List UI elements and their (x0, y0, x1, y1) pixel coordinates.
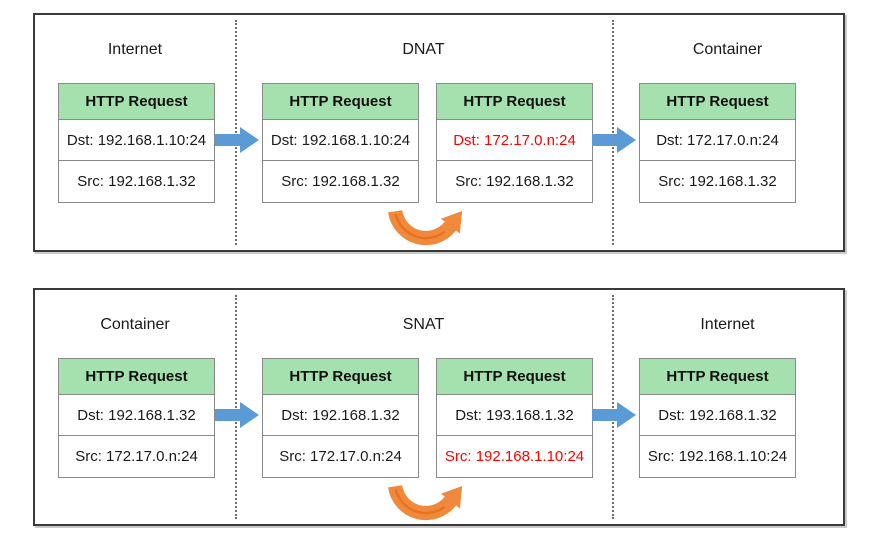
packet-row-dst: Dst: 192.168.1.10:24 (263, 120, 418, 161)
packet-row-dst-highlight: Dst: 172.17.0.n:24 (437, 120, 592, 161)
packet-header: HTTP Request (59, 84, 214, 120)
packet-box-container: HTTP Request Dst: 192.168.1.32 Src: 172.… (58, 358, 215, 478)
right-arrow-icon (592, 127, 636, 153)
right-arrow-icon (215, 127, 259, 153)
packet-header: HTTP Request (437, 84, 592, 120)
packet-row-dst: Dst: 172.17.0.n:24 (640, 120, 795, 161)
packet-box-snat-before: HTTP Request Dst: 192.168.1.32 Src: 172.… (262, 358, 419, 478)
zone-label-internet: Internet (700, 316, 755, 333)
packet-box-dnat-before: HTTP Request Dst: 192.168.1.10:24 Src: 1… (262, 83, 419, 203)
dotted-divider (235, 295, 237, 519)
dotted-divider (612, 295, 614, 519)
packet-header: HTTP Request (640, 359, 795, 395)
zone-label-container: Container (100, 316, 170, 333)
packet-box-internet: HTTP Request Dst: 192.168.1.10:24 Src: 1… (58, 83, 215, 203)
panel-snat: Container SNAT Internet HTTP Request Dst… (33, 288, 845, 526)
packet-row-src: Src: 192.168.1.10:24 (647, 448, 788, 465)
packet-row-src: Src: 192.168.1.32 (281, 173, 400, 190)
curved-redo-arrow-icon (388, 485, 463, 521)
zone-label-container: Container (692, 41, 763, 58)
packet-header: HTTP Request (263, 359, 418, 395)
zone-label-dnat: DNAT (402, 41, 445, 58)
packet-row-dst: Dst: 192.168.1.32 (59, 395, 214, 436)
packet-box-dnat-after: HTTP Request Dst: 172.17.0.n:24 Src: 192… (436, 83, 593, 203)
packet-row-dst: Dst: 192.168.1.10:24 (59, 120, 214, 161)
right-arrow-icon (592, 402, 636, 428)
packet-row-src: Src: 172.17.0.n:24 (75, 448, 198, 465)
packet-box-snat-after: HTTP Request Dst: 193.168.1.32 Src: 192.… (436, 358, 593, 478)
packet-row-dst: Dst: 192.168.1.32 (640, 395, 795, 436)
packet-row-src: Src: 192.168.1.32 (77, 173, 196, 190)
panel-dnat: Internet DNAT Container HTTP Request Dst… (33, 13, 845, 252)
packet-box-internet: HTTP Request Dst: 192.168.1.32 Src: 192.… (639, 358, 796, 478)
packet-header: HTTP Request (59, 359, 214, 395)
curved-redo-arrow-icon (388, 210, 463, 246)
packet-header: HTTP Request (263, 84, 418, 120)
packet-row-dst: Dst: 192.168.1.32 (263, 395, 418, 436)
zone-label-snat: SNAT (402, 316, 445, 333)
dotted-divider (612, 20, 614, 245)
packet-row-src-highlight: Src: 192.168.1.10:24 (444, 448, 585, 465)
packet-header: HTTP Request (640, 84, 795, 120)
packet-row-src: Src: 172.17.0.n:24 (279, 448, 402, 465)
zone-label-internet: Internet (107, 41, 163, 58)
packet-row-src: Src: 192.168.1.32 (658, 173, 777, 190)
packet-row-dst: Dst: 193.168.1.32 (437, 395, 592, 436)
packet-row-src: Src: 192.168.1.32 (455, 173, 574, 190)
packet-box-container: HTTP Request Dst: 172.17.0.n:24 Src: 192… (639, 83, 796, 203)
packet-header: HTTP Request (437, 359, 592, 395)
dotted-divider (235, 20, 237, 245)
right-arrow-icon (215, 402, 259, 428)
